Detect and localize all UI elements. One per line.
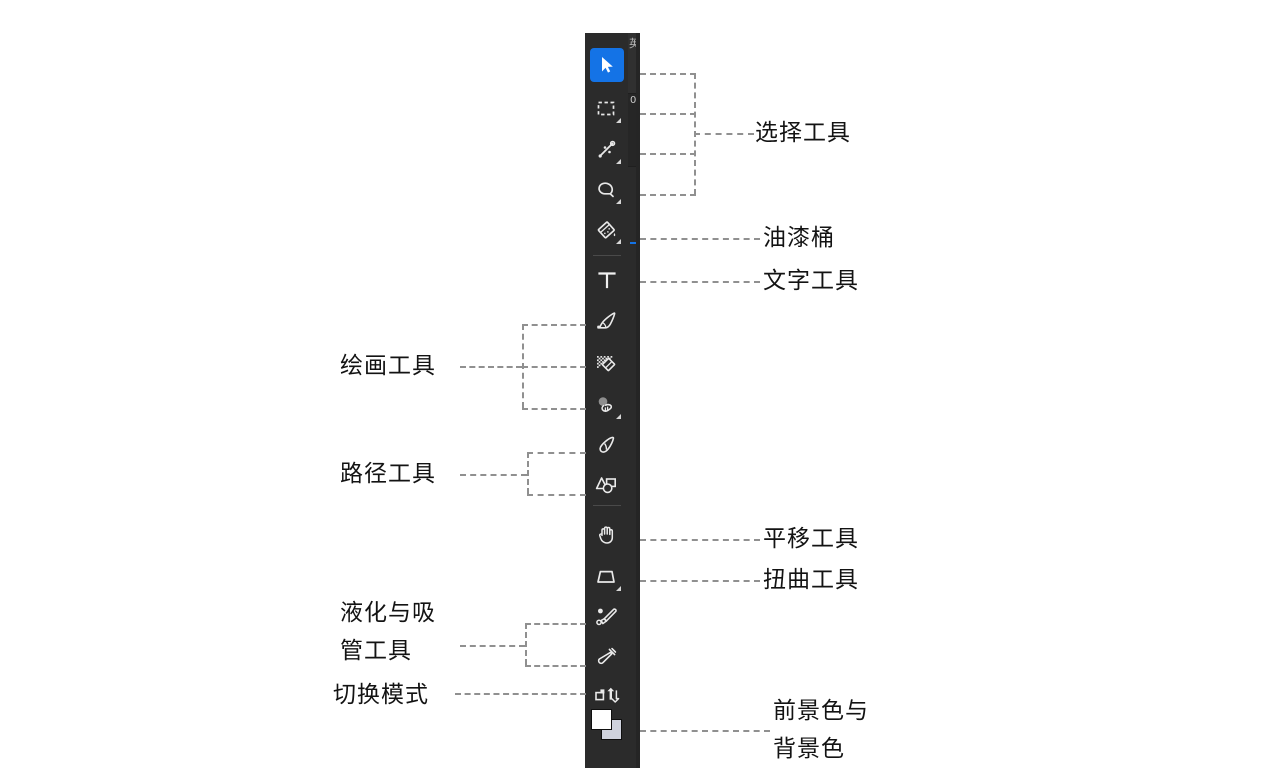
- flyout-indicator-icon: [616, 414, 621, 419]
- tool-pen[interactable]: [590, 428, 624, 462]
- tool-paint-bucket[interactable]: [590, 213, 624, 247]
- leader-path-1: [527, 452, 586, 454]
- annotation-hand-tool: 平移工具: [763, 526, 859, 552]
- panel-label-value: 0: [630, 95, 637, 106]
- text-type-icon: [598, 272, 616, 289]
- flyout-indicator-icon: [616, 239, 621, 244]
- flyout-indicator-icon: [616, 586, 621, 591]
- leader-switch-mode: [455, 693, 586, 695]
- leader-type-tool: [640, 281, 760, 283]
- leader-paint-bucket: [640, 238, 760, 240]
- leader-selection-1: [640, 73, 696, 75]
- leader-fg-bg-color: [640, 730, 770, 732]
- leader-selection-2: [640, 113, 696, 115]
- leader-painting-1: [522, 324, 586, 326]
- polygonal-lasso-icon: [598, 140, 616, 158]
- annotation-painting-tools: 绘画工具: [340, 353, 436, 379]
- bracket-painting-spine: [522, 324, 524, 408]
- rectangular-marquee-icon: [597, 101, 615, 116]
- tool-eraser-gradient[interactable]: [590, 346, 624, 380]
- annotation-liquify-eyedropper: 液化与吸 管工具: [340, 600, 436, 664]
- annotation-fg-bg-color: 前景色与 背景色: [773, 698, 869, 762]
- paint-bucket-icon: [597, 221, 616, 239]
- tool-marquee[interactable]: [590, 92, 624, 126]
- flyout-indicator-icon: [616, 159, 621, 164]
- foreground-background-swatches[interactable]: [590, 708, 624, 742]
- tool-hand[interactable]: [590, 518, 624, 552]
- leader-liquify-1: [525, 623, 586, 625]
- annotation-type-tool: 文字工具: [763, 268, 859, 294]
- tool-lasso[interactable]: [590, 133, 624, 167]
- liquify-brush-icon: [596, 608, 617, 626]
- annotation-switch-mode: 切换模式: [333, 682, 429, 708]
- flyout-indicator-icon: [616, 118, 621, 123]
- annotation-selection-tools: 选择工具: [755, 120, 851, 146]
- toolbar-separator: [593, 255, 621, 256]
- leader-distort-tool: [640, 580, 760, 582]
- leader-selection-4: [640, 194, 696, 196]
- switch-screen-mode-icon: [595, 687, 620, 703]
- smudge-blur-icon: [598, 397, 613, 412]
- annotation-distort-tool: 扭曲工具: [763, 567, 859, 593]
- photoshop-toolbar: [585, 33, 628, 768]
- toolbar-separator: [593, 505, 621, 506]
- shape-tool-icon: [595, 477, 617, 494]
- leader-liquify-2: [525, 665, 586, 667]
- leader-painting-main: [460, 366, 522, 368]
- tool-object-selection[interactable]: [590, 173, 624, 207]
- annotation-paint-bucket: 油漆桶: [763, 225, 835, 251]
- annotation-path-tools: 路径工具: [340, 461, 436, 487]
- leader-path-2: [527, 494, 586, 496]
- leader-path-main: [460, 474, 527, 476]
- tool-type[interactable]: [590, 263, 624, 297]
- tool-eyedropper[interactable]: [590, 640, 624, 674]
- bracket-liquify-spine: [525, 623, 527, 665]
- paintbrush-icon: [597, 312, 616, 329]
- eraser-gradient-icon: [597, 356, 616, 372]
- bracket-path-spine: [527, 452, 529, 494]
- pen-tool-icon: [599, 436, 615, 453]
- leader-hand-tool: [640, 539, 760, 541]
- flyout-indicator-icon: [616, 199, 621, 204]
- hand-pan-icon: [599, 526, 614, 544]
- tool-shape[interactable]: [590, 468, 624, 502]
- tool-liquify[interactable]: [590, 600, 624, 634]
- object-selection-icon: [598, 182, 614, 198]
- leader-painting-2: [522, 366, 586, 368]
- distort-perspective-icon: [597, 570, 615, 583]
- tool-move[interactable]: [590, 48, 624, 82]
- foreground-color-swatch[interactable]: [591, 709, 612, 730]
- leader-liquify-main: [460, 645, 525, 647]
- panel-edge: [636, 33, 640, 768]
- leader-selection-3: [640, 153, 696, 155]
- move-cursor-icon: [602, 57, 613, 73]
- panel-label-top: 英: [629, 37, 640, 50]
- tool-brush[interactable]: [590, 304, 624, 338]
- tool-distort[interactable]: [590, 560, 624, 594]
- leader-painting-3: [522, 408, 586, 410]
- leader-selection-main: [694, 133, 754, 135]
- tool-smudge[interactable]: [590, 388, 624, 422]
- eyedropper-icon: [597, 647, 617, 665]
- panel-accent-bar: [630, 242, 638, 244]
- tool-screen-mode[interactable]: [590, 678, 624, 712]
